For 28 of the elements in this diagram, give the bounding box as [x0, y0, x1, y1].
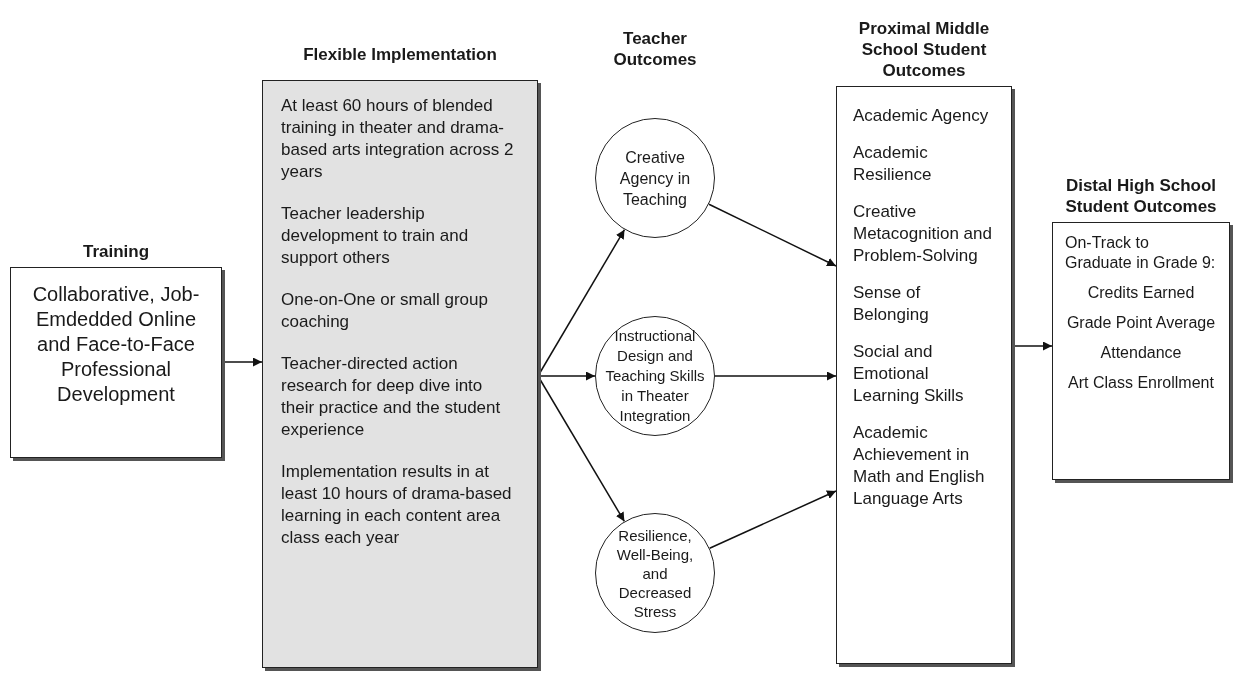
column-heading: Distal High School Student Outcomes: [1064, 175, 1218, 217]
node-text: Teacher leadership development to train and support others: [281, 203, 470, 269]
node-text: Collaborative, Job-Emdedded Online and Face-to-Face Professional Development: [31, 282, 201, 407]
node-text: Academic Agency: [853, 105, 990, 127]
column-heading: Training: [81, 241, 151, 262]
node-text: Implementation results in at least 10 hours of drama-based learning in each content area class each year: [281, 461, 513, 549]
node-text: At least 60 hours of blended training in theater and drama-based arts integration across 2 years: [281, 95, 515, 183]
node-text: Instructional Design and Teaching Skills in Theater Integration: [604, 326, 706, 426]
node-text: Resilience, Well-Being, and Decreased Stress: [615, 525, 695, 621]
node-text: One-on-One or small group coaching: [281, 289, 489, 333]
node-text: Attendance: [1099, 343, 1183, 363]
node-text: Social and Emotional Learning Skills: [853, 341, 965, 407]
node-text: Art Class Enrollment: [1067, 373, 1215, 393]
node-text: Academic Achievement in Math and English Language Arts: [853, 422, 986, 510]
node-text: Teacher-directed action research for deep dive into their practice and the student experience: [281, 353, 502, 441]
node-text: Credits Earned: [1086, 283, 1196, 303]
node-text: Grade Point Average: [1065, 313, 1217, 333]
arrow: [708, 490, 837, 549]
node-text: Academic Resilience: [853, 142, 933, 186]
arrow: [708, 203, 837, 267]
column-heading: Flexible Implementation: [302, 44, 498, 65]
node-text: Creative Metacognition and Problem-Solving: [853, 201, 993, 267]
node-text: On-Track to Graduate in Grade 9:: [1065, 233, 1217, 273]
column-heading: Teacher Outcomes: [612, 28, 698, 70]
node-text: Sense of Belonging: [853, 282, 930, 326]
node-text: Creative Agency in Teaching: [618, 147, 692, 210]
arrow: [714, 371, 837, 381]
column-heading: Proximal Middle School Student Outcomes: [857, 18, 991, 81]
